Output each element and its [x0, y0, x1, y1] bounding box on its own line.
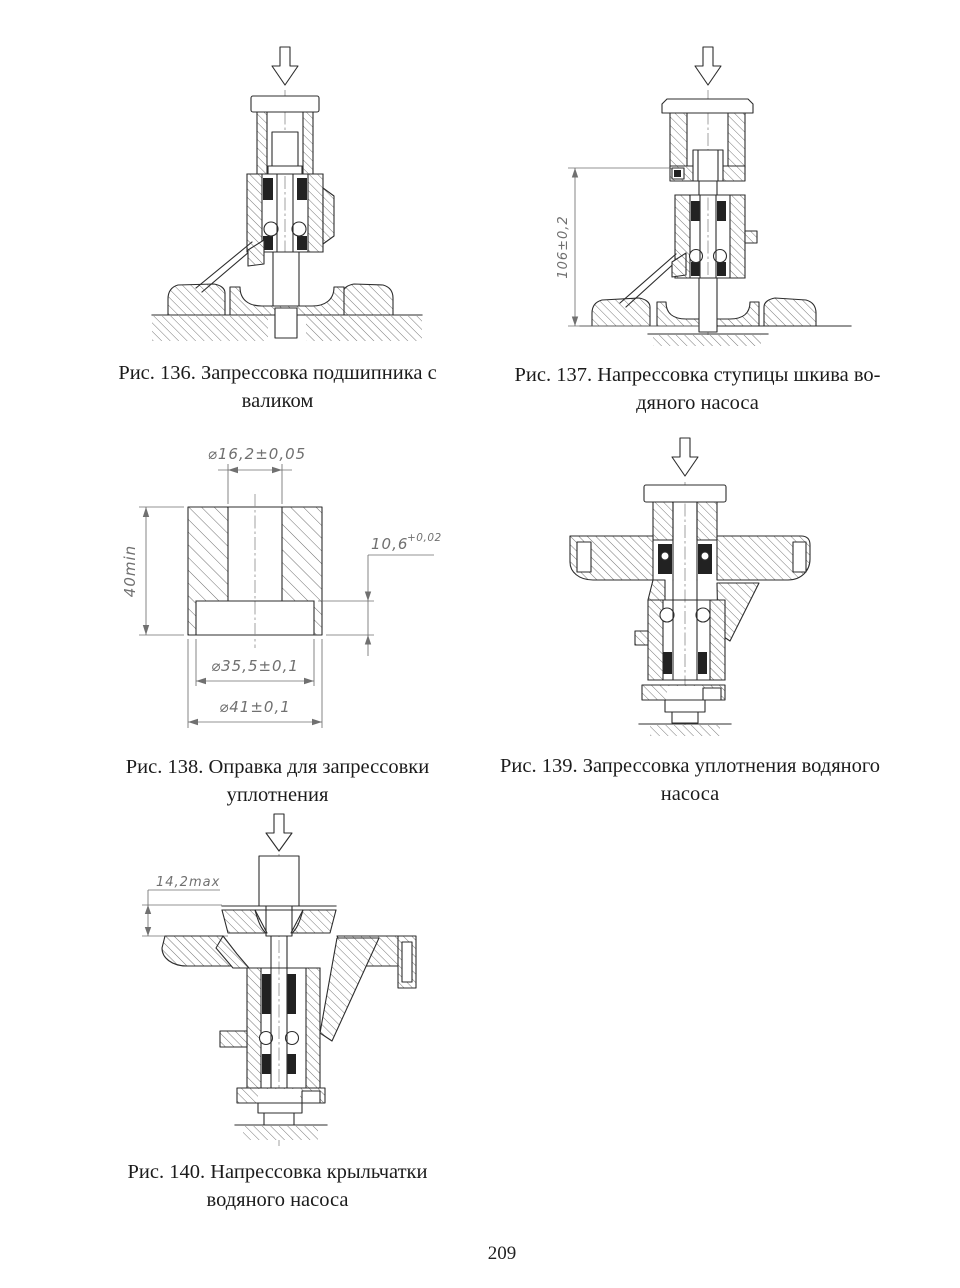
pump-housing-flange	[569, 535, 811, 581]
figure-136-drawing	[151, 46, 423, 342]
press-arrow-icon	[271, 46, 299, 86]
figure-137-caption: Рис. 137. Напрессовка ступицы шкива во- …	[475, 361, 920, 417]
dim-height-label: 106±0,2	[556, 215, 571, 278]
press-arrow-icon	[671, 437, 699, 477]
figure-140: 14,2max	[120, 806, 460, 1154]
figure-136-caption: Рис. 136. Запрессовка подшипника с валик…	[85, 359, 470, 415]
dim-height-label: 40min	[122, 545, 139, 597]
figure-140-drawing: 14,2max	[142, 813, 417, 1146]
caption-line: дяного насоса	[636, 392, 759, 414]
figure-140-caption: Рис. 140. Напрессовка крыльчатки водяног…	[85, 1158, 470, 1214]
dim-outer-diameter-label: ⌀41±0,1	[219, 698, 291, 716]
dim-step-height-label: 10,6	[371, 535, 408, 553]
press-tool	[250, 95, 320, 175]
shaft-end	[274, 307, 298, 339]
hub-flange	[641, 684, 726, 701]
press-cup-tool	[661, 98, 754, 182]
caption-line: Рис. 136. Запрессовка подшипника с	[118, 362, 437, 384]
caption-line: Рис. 139. Запрессовка уплотнения водяног…	[499, 755, 881, 777]
impeller	[221, 905, 337, 934]
dim-depth-label: 14,2max	[156, 875, 220, 890]
caption-line: водяного насоса	[206, 1189, 349, 1211]
ground-hatching	[638, 723, 732, 736]
pump-housing	[167, 239, 394, 316]
shaft-lower	[272, 251, 300, 309]
lower-bearing	[634, 579, 726, 681]
figure-138: ⌀16,2±0,05 40min 10,6 +0,02 ⌀35,5±0,1	[122, 428, 452, 733]
press-tool	[643, 484, 727, 581]
press-ram	[258, 855, 300, 937]
caption-line: валиком	[241, 390, 314, 412]
dimension-bore: ⌀16,2±0,05	[208, 445, 306, 504]
figure-136	[130, 38, 460, 353]
figure-137: 106±0,2	[540, 38, 920, 353]
figure-139-caption: Рис. 139. Запрессовка уплотнения водяног…	[465, 752, 915, 808]
shaft-end	[664, 699, 706, 724]
dim-step-diameter-label: ⌀35,5±0,1	[211, 657, 299, 675]
ground-hatching	[234, 1124, 328, 1140]
press-arrow-icon	[265, 813, 293, 852]
figure-139-drawing	[569, 437, 811, 736]
caption-line: уплотнения	[226, 784, 329, 806]
dimension-outer-diameter: ⌀41±0,1	[187, 639, 323, 728]
caption-line: Рис. 138. Оправка для запрессовки	[125, 756, 430, 778]
dimension-14-2: 14,2max	[142, 875, 228, 937]
dimension-step-height: 10,6 +0,02	[318, 532, 442, 656]
caption-line: насоса	[660, 783, 720, 805]
figure-138-caption: Рис. 138. Оправка для запрессовки уплотн…	[85, 753, 470, 809]
caption-line: Рис. 140. Напрессовка крыльчатки	[127, 1161, 428, 1183]
figure-137-drawing: 106±0,2	[556, 46, 852, 346]
pulley-hub	[692, 149, 724, 182]
bearing-column	[219, 935, 321, 1089]
figure-138-drawing: ⌀16,2±0,05 40min 10,6 +0,02 ⌀35,5±0,1	[122, 445, 442, 728]
upper-bearing	[658, 544, 712, 574]
caption-line: Рис. 137. Напрессовка ступицы шкива во-	[514, 364, 881, 386]
pump-housing-flange	[161, 935, 417, 1042]
dimension-height: 40min	[122, 506, 184, 636]
bearing-assembly	[674, 194, 758, 279]
dim-bore-label: ⌀16,2±0,05	[208, 445, 306, 463]
shaft	[267, 131, 303, 175]
ground-hatching	[647, 333, 769, 346]
hub-flange	[236, 1087, 326, 1104]
dim-step-height-tolerance: +0,02	[407, 532, 442, 544]
press-arrow-icon	[694, 46, 722, 86]
dimension-step-diameter: ⌀35,5±0,1	[195, 639, 315, 686]
shaft-end	[698, 277, 718, 333]
shaft-end	[257, 1102, 303, 1126]
page-number: 209	[487, 1243, 517, 1264]
bearing-assembly	[246, 173, 335, 253]
shaft-upper	[698, 180, 718, 196]
dimension-106: 106±0,2	[556, 167, 699, 327]
figure-139	[555, 428, 885, 743]
